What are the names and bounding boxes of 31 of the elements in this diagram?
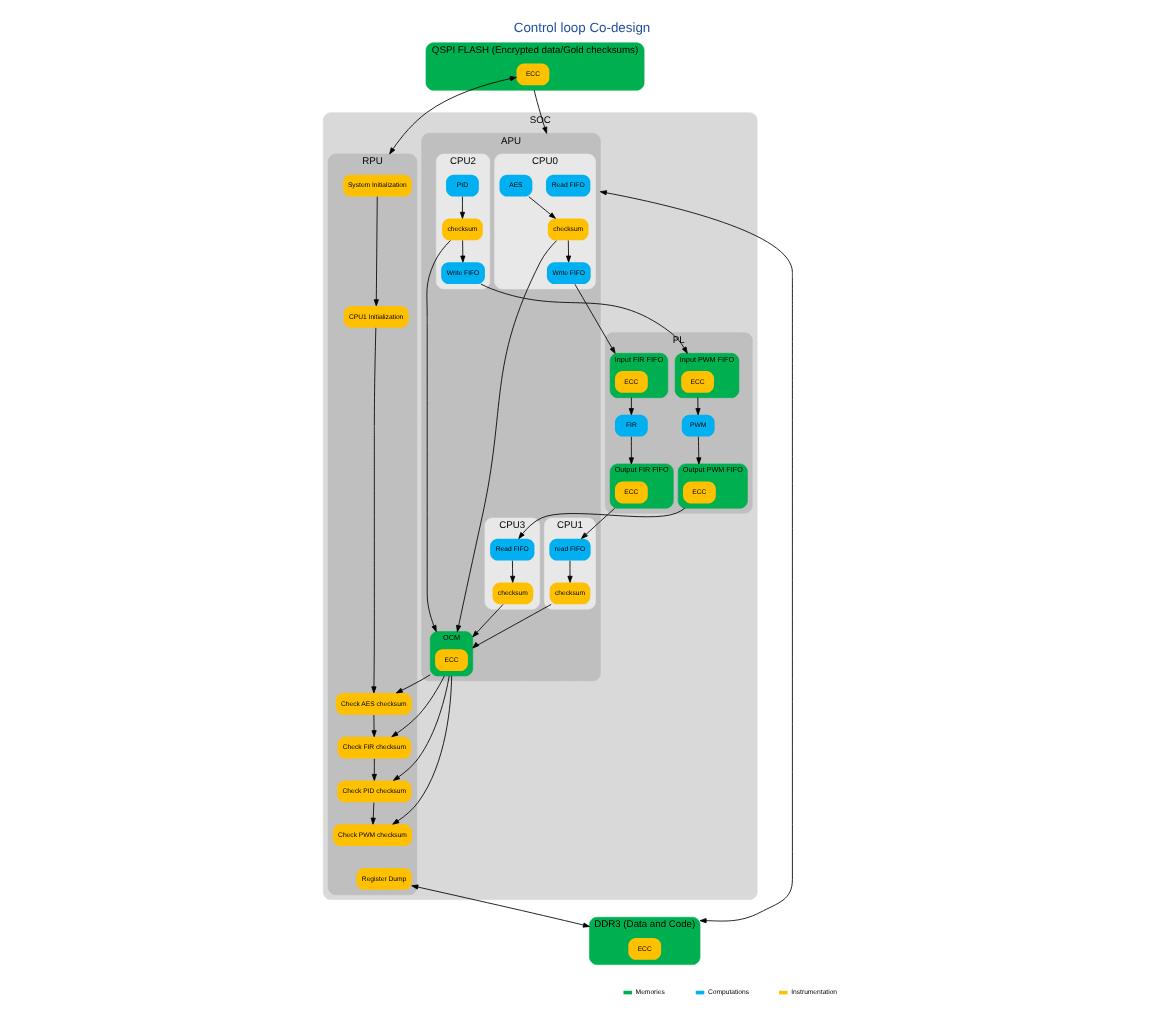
arrow (574, 283, 616, 354)
arrow (460, 240, 466, 263)
arrow (391, 675, 445, 738)
arrow (628, 436, 634, 465)
arrow (411, 884, 590, 928)
arrow (581, 507, 616, 539)
arrow (628, 397, 634, 416)
arrow (566, 240, 572, 263)
arrow (472, 604, 552, 649)
arrow (480, 283, 688, 354)
arrow (459, 196, 465, 219)
arrow (518, 507, 686, 539)
arrow (426, 240, 451, 633)
arrow (528, 196, 556, 219)
arrow (373, 196, 379, 307)
arrow (567, 560, 573, 583)
arrow (371, 327, 377, 694)
arrow (533, 89, 548, 134)
arrow (370, 802, 376, 825)
arrow (371, 714, 377, 738)
arrow (456, 240, 557, 633)
arrow (472, 604, 504, 638)
arrow (696, 436, 702, 465)
arrow (695, 397, 701, 416)
arrow (395, 674, 431, 694)
arrow (389, 76, 517, 155)
arrow (371, 758, 377, 781)
arrow (392, 675, 453, 825)
arrow (599, 190, 793, 924)
arrow (393, 675, 450, 781)
arrow (510, 560, 516, 583)
